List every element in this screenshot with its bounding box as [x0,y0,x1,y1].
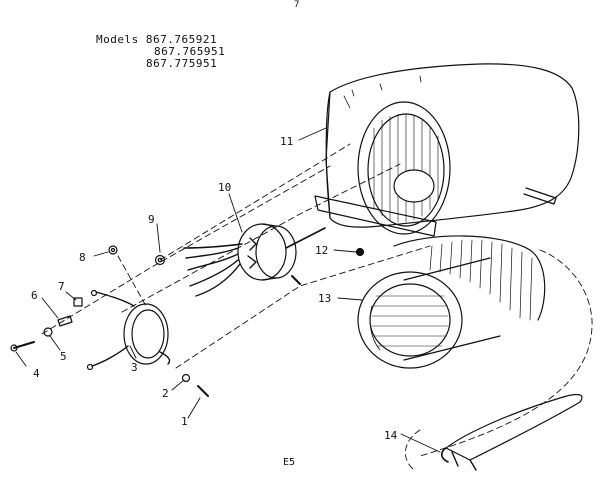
blower-housing-icon [314,63,580,237]
callout-10: 10 [218,181,231,194]
callout-13: 13 [318,292,331,305]
top-mark: 7 [294,0,300,10]
callout-8: 8 [79,251,86,264]
callout-5: 5 [60,350,67,363]
model-line-3: 867.775951 [146,57,218,70]
cutoff-plate-icon [440,393,583,471]
callout-2: 2 [162,387,169,400]
callout-14: 14 [384,429,398,442]
leader-lines [15,127,441,453]
model-line-2: 867.765951 [154,45,226,58]
callout-3: 3 [131,361,138,374]
model-list: Models 867.765921 867.765951 867.775951 [96,34,225,70]
blower-wheel-icon [357,235,546,369]
callout-9: 9 [148,213,155,226]
diagram-code: E5 [283,457,296,468]
nut-icon [181,373,191,383]
callout-1: 1 [181,415,188,428]
blower-motor-icon [183,223,326,297]
callout-12: 12 [315,244,328,257]
screw-icon [197,385,209,397]
spacer-icon [57,315,73,327]
nut-icon [73,297,83,307]
nut-icon [108,245,118,255]
assembly-lines [41,143,593,471]
screw-icon [355,247,365,257]
callout-4: 4 [33,367,40,380]
callout-7: 7 [58,280,65,293]
motor-mount-bracket-icon [86,289,171,371]
callout-labels: 1 2 3 4 5 6 7 8 9 10 11 12 13 14 [31,135,398,442]
model-line-1: Models 867.765921 [96,33,218,46]
callout-11: 11 [280,135,293,148]
bolt-icon [10,341,35,352]
callout-6: 6 [31,289,38,302]
washer-icon [43,327,53,337]
